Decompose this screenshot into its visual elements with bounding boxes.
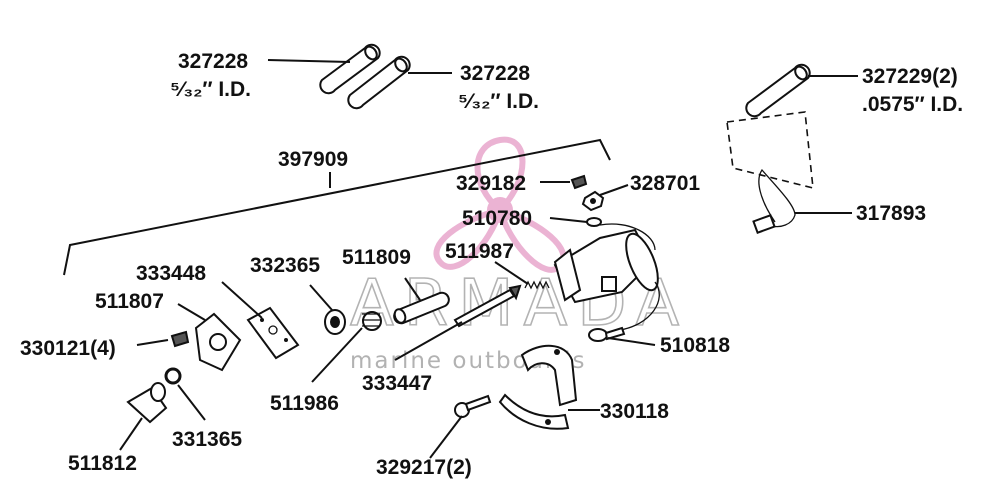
hose-327228-right: [347, 55, 411, 110]
wire-317893: [752, 168, 796, 234]
part-labels: 327228 ⁵⁄₃₂′′ I.D. 327228 ⁵⁄₃₂′′ I.D. 32…: [20, 50, 963, 479]
screw-329217: [454, 394, 492, 418]
ring-terminal-510818: [588, 326, 626, 342]
cover-511807: [194, 312, 242, 372]
label-511807: 511807: [95, 290, 164, 313]
label-510818: 510818: [660, 334, 730, 357]
hose-327229: [745, 63, 811, 118]
label-397909: 397909: [278, 148, 348, 171]
label-511809: 511809: [342, 246, 411, 269]
label-327228-left: 327228: [178, 50, 248, 73]
label-510780: 510780: [462, 207, 532, 230]
label-328701: 328701: [630, 172, 700, 195]
label-317893: 317893: [856, 202, 926, 225]
label-327228-left-id: ⁵⁄₃₂′′ I.D.: [170, 78, 251, 101]
hose-327228-left: [319, 43, 381, 95]
plunger-511809: [393, 291, 450, 325]
elbow-511812: [126, 382, 168, 424]
label-332365: 332365: [250, 254, 320, 277]
label-327228-right-id: ⁵⁄₃₂′′ I.D.: [458, 90, 539, 113]
label-327229-id: .0575′′ I.D.: [862, 93, 963, 116]
clamp-330118: [498, 344, 578, 430]
label-329182: 329182: [456, 172, 526, 195]
label-333447: 333447: [362, 372, 432, 395]
gasket-333448: [246, 306, 300, 360]
label-511986: 511986: [270, 392, 339, 415]
solenoid-motor: [553, 223, 660, 331]
label-331365: 331365: [172, 428, 242, 451]
label-333448: 333448: [136, 262, 206, 285]
screw-330121: [170, 330, 190, 348]
label-327229: 327229(2): [862, 65, 958, 88]
spring-511986: [362, 311, 382, 331]
nut-332365: [324, 309, 346, 335]
label-511987: 511987: [445, 240, 514, 263]
nut-328701: [581, 190, 605, 212]
dashed-connection-box: [726, 111, 814, 190]
label-330121: 330121(4): [20, 337, 116, 360]
spring-511987: [524, 280, 550, 290]
label-330118: 330118: [600, 400, 669, 423]
washer-510780: [586, 217, 602, 227]
screw-329182: [570, 174, 588, 190]
label-329217: 329217(2): [376, 456, 472, 479]
o-ring-331365: [164, 367, 182, 385]
assembly-bracket: [63, 138, 611, 276]
label-511812: 511812: [68, 452, 137, 475]
label-327228-right: 327228: [460, 62, 530, 85]
